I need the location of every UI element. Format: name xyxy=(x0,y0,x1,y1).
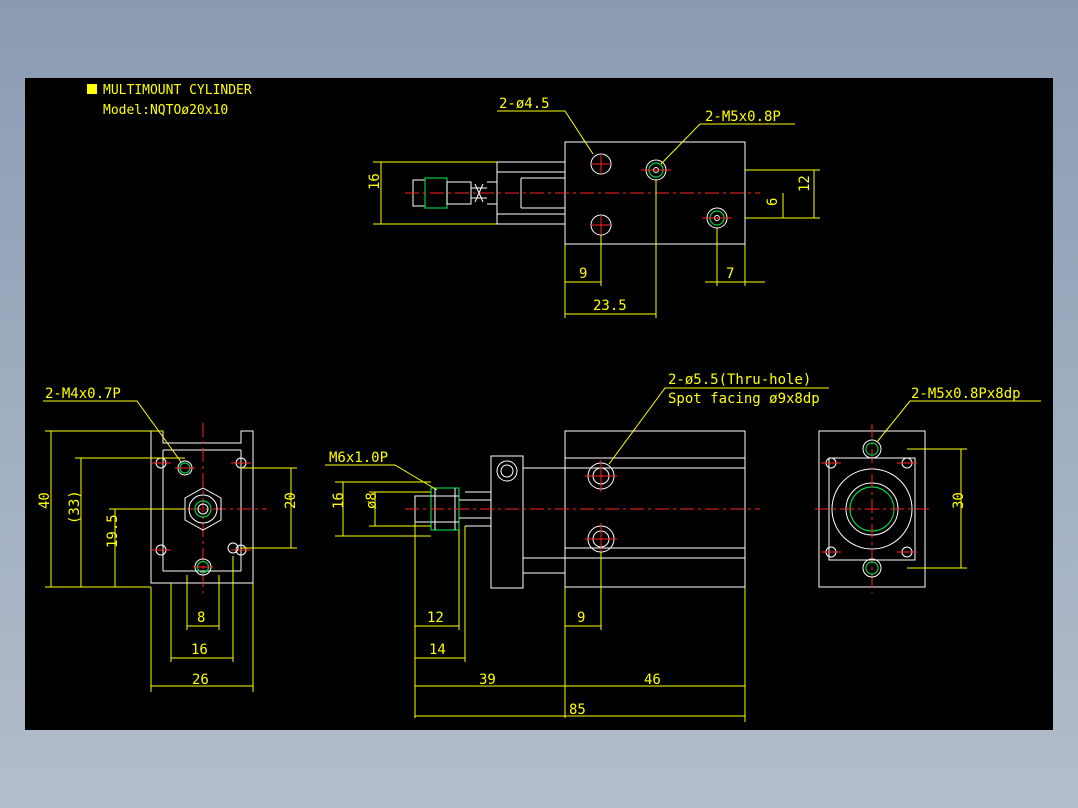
cad-drawing: MULTIMOUNT CYLINDER Model:NQTOø20x10 xyxy=(37,83,1041,722)
title-block: MULTIMOUNT CYLINDER Model:NQTOø20x10 xyxy=(87,83,252,118)
left-dim-16: 16 xyxy=(191,642,208,658)
left-dim-26: 26 xyxy=(192,672,209,688)
left-callout-leader xyxy=(43,400,182,463)
left-dim-20: 20 xyxy=(283,492,299,509)
front-callout-holes-1: 2-ø5.5(Thru-hole) xyxy=(668,372,811,388)
left-dim-33: (33) xyxy=(67,490,83,524)
title-marker-icon xyxy=(87,84,97,94)
right-thread-2 xyxy=(862,558,882,578)
top-dim-9: 9 xyxy=(579,266,587,282)
left-body-outline xyxy=(150,430,254,584)
cad-drawing-area[interactable]: MULTIMOUNT CYLINDER Model:NQTOø20x10 xyxy=(25,78,1053,730)
front-dim-rod-dia: ø8 xyxy=(364,492,380,509)
right-dim-30: 30 xyxy=(951,492,967,509)
top-callout-leader-1 xyxy=(497,110,594,155)
front-dim-39: 39 xyxy=(479,672,496,688)
left-hex-nut xyxy=(184,487,222,531)
top-dim-12: 12 xyxy=(797,175,813,192)
title-line2: Model:NQTOø20x10 xyxy=(103,103,228,118)
right-callout-leader xyxy=(876,400,1041,443)
front-callout-leader-rod xyxy=(325,464,438,491)
title-line1: MULTIMOUNT CYLINDER xyxy=(103,83,252,98)
front-callout-rod-thread: M6x1.0P xyxy=(329,450,388,466)
front-dim-9: 9 xyxy=(577,610,585,626)
front-dim-14: 14 xyxy=(429,642,446,658)
top-dim-7: 7 xyxy=(726,266,734,282)
top-callout-holes: 2-ø4.5 xyxy=(499,96,550,112)
left-callout-thread: 2-M4x0.7P xyxy=(45,386,121,402)
top-dim-height: 16 xyxy=(367,173,383,190)
top-view: 2-ø4.5 2-M5x0.8P 16 12 6 9 7 23.5 xyxy=(367,96,820,318)
right-callout-thread: 2-M5x0.8Px8dp xyxy=(911,386,1021,402)
front-view: 2-ø5.5(Thru-hole) Spot facing ø9x8dp M6x… xyxy=(325,372,829,722)
left-dim-40: 40 xyxy=(37,492,53,509)
front-dim-12: 12 xyxy=(427,610,444,626)
top-dim-23-5: 23.5 xyxy=(593,298,627,314)
front-callout-holes-2: Spot facing ø9x8dp xyxy=(668,391,820,407)
left-dim-8: 8 xyxy=(197,610,205,626)
top-callout-thread: 2-M5x0.8P xyxy=(705,109,781,125)
front-dim-16: 16 xyxy=(331,492,347,509)
front-callout-leader-holes xyxy=(608,387,829,465)
front-dim-46: 46 xyxy=(644,672,661,688)
right-thread-1 xyxy=(862,439,882,459)
right-view: 2-M5x0.8Px8dp 30 xyxy=(815,386,1041,593)
left-dim-19-5: 19.5 xyxy=(105,514,121,548)
left-view: 2-M4x0.7P 40 (33) 19.5 20 8 16 26 xyxy=(37,386,299,692)
top-dim-6: 6 xyxy=(765,198,781,206)
right-inner-outline xyxy=(828,457,916,561)
front-dim-85: 85 xyxy=(569,702,586,718)
top-callout-leader-2 xyxy=(660,123,795,165)
front-bracket xyxy=(490,455,524,589)
